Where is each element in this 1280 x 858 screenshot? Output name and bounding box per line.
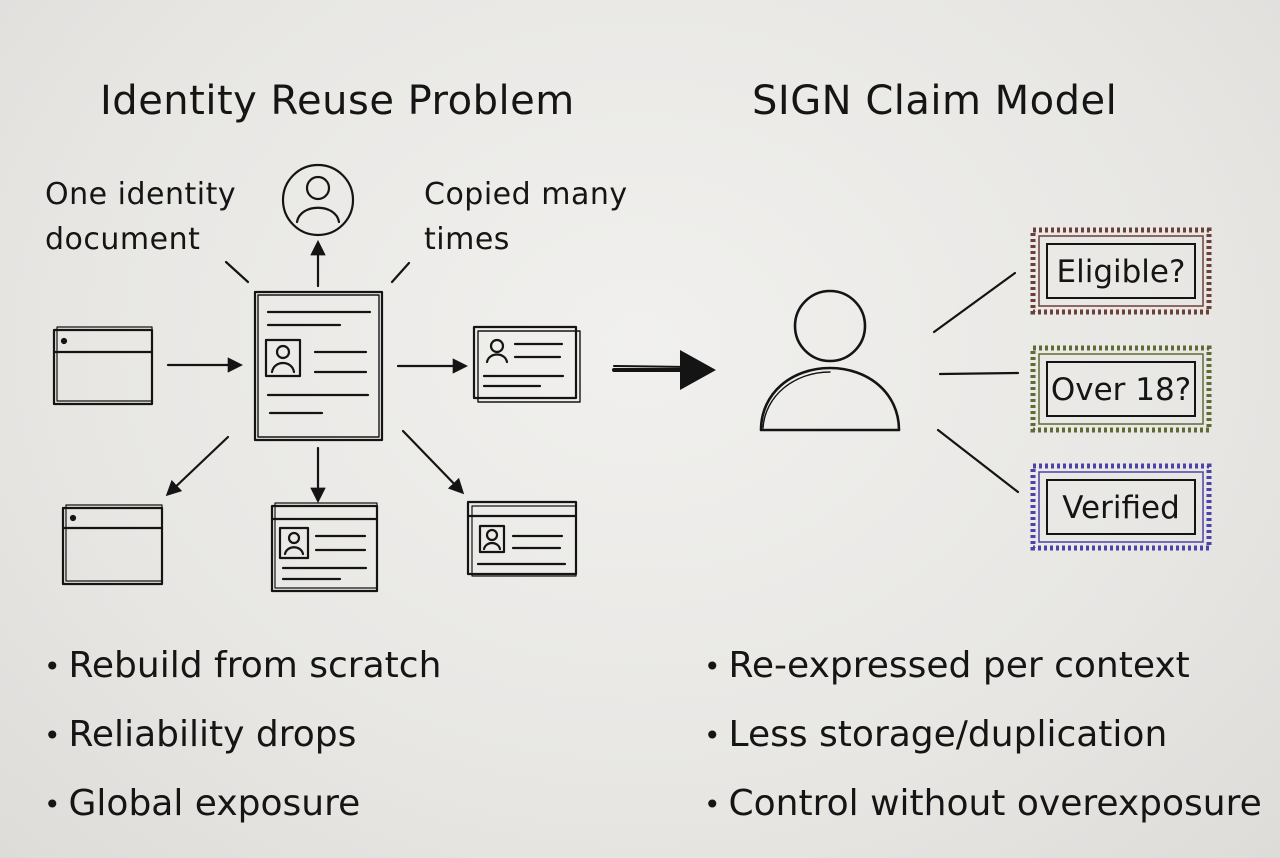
left-bullets: Rebuild from scratch Reliability drops G… bbox=[44, 632, 442, 839]
note-copies: Copied many times bbox=[424, 177, 628, 257]
person-icon bbox=[759, 289, 901, 432]
claim-label: Over 18? bbox=[1051, 372, 1191, 408]
arrow bbox=[401, 429, 465, 495]
right-bullets: Re-expressed per context Less storage/du… bbox=[704, 632, 1262, 839]
claim-stamp: Eligible? bbox=[1030, 227, 1212, 315]
claim-label: Eligible? bbox=[1057, 254, 1186, 290]
claim-label: Verified bbox=[1062, 490, 1180, 526]
claim-connector bbox=[932, 271, 1017, 334]
list-item: Less storage/duplication bbox=[704, 701, 1262, 770]
list-item: Reliability drops bbox=[44, 701, 441, 770]
left-title: Identity Reuse Problem bbox=[100, 78, 575, 124]
right-title: SIGN Claim Model bbox=[752, 78, 1118, 124]
claim-stamp: Verified bbox=[1030, 463, 1212, 551]
browser-window-icon bbox=[61, 504, 164, 586]
list-item: Control without overexposure bbox=[704, 770, 1262, 839]
note-connector bbox=[390, 261, 411, 284]
browser-window-icon bbox=[466, 500, 578, 577]
list-item: Re-expressed per context bbox=[704, 632, 1262, 701]
user-circle-icon bbox=[281, 163, 355, 237]
list-item: Rebuild from scratch bbox=[44, 632, 442, 701]
id-document-icon bbox=[253, 290, 384, 442]
claim-stamp: Over 18? bbox=[1030, 345, 1212, 433]
note-connector bbox=[224, 260, 250, 284]
arrow bbox=[165, 435, 230, 497]
list-item: Global exposure bbox=[44, 770, 441, 839]
browser-window-icon bbox=[52, 326, 154, 406]
transition-arrow bbox=[612, 350, 716, 390]
claim-connector bbox=[936, 428, 1020, 494]
note-source: One identity document bbox=[45, 177, 237, 257]
id-card-icon bbox=[270, 502, 379, 593]
claim-connector bbox=[938, 371, 1020, 376]
id-card-icon bbox=[472, 325, 581, 403]
